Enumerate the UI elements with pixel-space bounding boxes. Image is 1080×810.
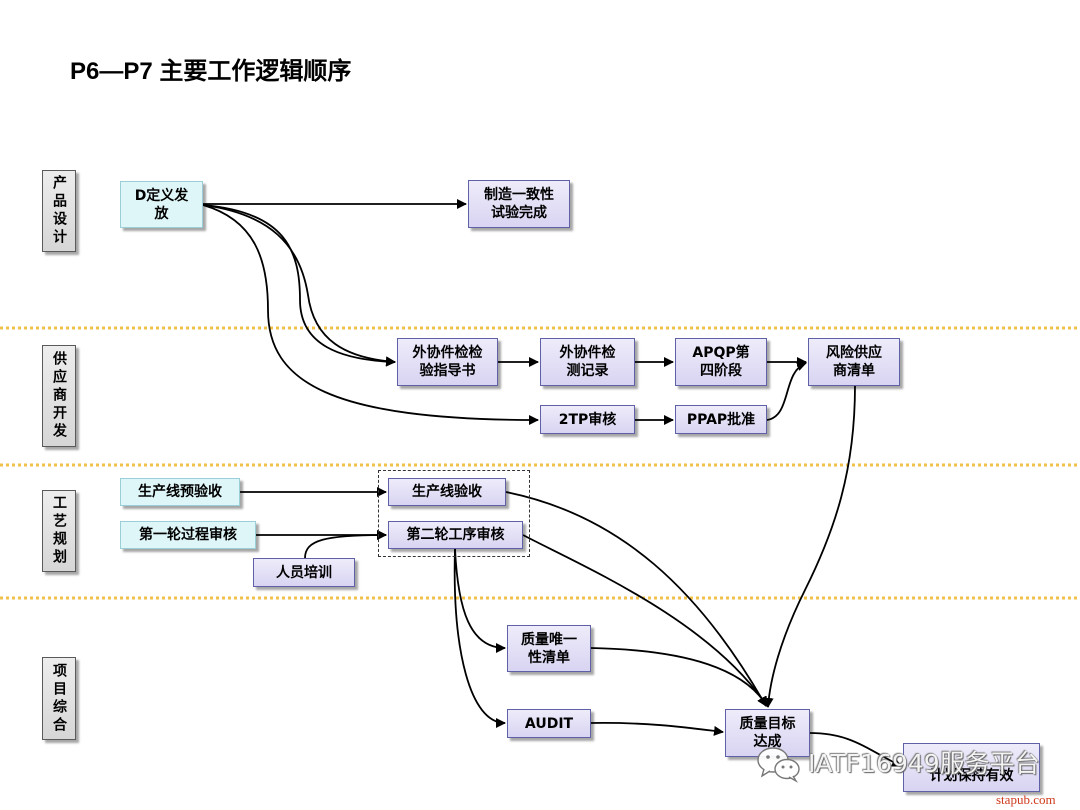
page-title: P6—P7 主要工作逻辑顺序 bbox=[70, 58, 352, 85]
arrow-d-release-to-outsource-guide bbox=[202, 204, 396, 367]
node-line-pre-accept: 生产线预验收 bbox=[120, 478, 240, 506]
node-training: 人员培训 bbox=[253, 558, 355, 587]
node-label: 外协件检 测记录 bbox=[559, 345, 616, 379]
arrow-second-audit-to-audit bbox=[453, 548, 506, 728]
node-label: 外协件检检 验指导书 bbox=[412, 345, 483, 379]
node-label: APQP第 四阶段 bbox=[692, 345, 750, 379]
node-mfg-consistency: 制造一致性 试验完成 bbox=[468, 180, 570, 228]
node-line-accept: 生产线验收 bbox=[388, 478, 506, 506]
node-second-process-audit: 第二轮工序审核 bbox=[388, 521, 523, 549]
watermark-site: stapub.com bbox=[996, 792, 1056, 807]
node-apqp4: APQP第 四阶段 bbox=[675, 338, 767, 386]
node-quality-goal: 质量目标 达成 bbox=[725, 709, 810, 757]
node-label: 质量目标 达成 bbox=[739, 716, 796, 750]
node-label: 生产线验收 bbox=[412, 484, 482, 500]
lane-label-text: 项目综合 bbox=[51, 662, 67, 735]
node-outsource-guide: 外协件检检 验指导书 bbox=[397, 338, 498, 386]
node-label: PPAP批准 bbox=[686, 411, 756, 428]
node-audit: AUDIT bbox=[507, 709, 591, 738]
node-label: 生产线预验收 bbox=[138, 484, 222, 500]
lane-label-text: 供应商开发 bbox=[51, 351, 67, 441]
watermark-text: IATF16949服务平台 bbox=[808, 749, 1040, 778]
node-plan-effective: 计划保持有效 bbox=[903, 743, 1040, 792]
node-label: AUDIT bbox=[524, 715, 574, 732]
arrow-training-to-second-audit bbox=[304, 530, 387, 559]
node-label: 计划保持有效 bbox=[929, 768, 1014, 784]
arrow-d-release-to-2tp-audit bbox=[202, 204, 539, 425]
lane-label-text: 产品设计 bbox=[51, 175, 67, 247]
node-label: D定义发 放 bbox=[134, 187, 189, 222]
lane-label-supplier-development: 供应商开发 bbox=[42, 345, 76, 447]
node-d-release: D定义发 放 bbox=[120, 181, 203, 228]
node-label: 制造一致性 试验完成 bbox=[484, 187, 554, 221]
node-label: 质量唯一 性清单 bbox=[521, 631, 577, 666]
arrow-second-audit-to-quality-goal bbox=[522, 534, 768, 707]
arrow-line-accept-to-quality-goal bbox=[505, 491, 767, 707]
node-quality-uniqueness: 质量唯一 性清单 bbox=[507, 625, 591, 672]
node-label: 人员培训 bbox=[276, 564, 332, 581]
node-label: 风险供应 商清单 bbox=[826, 345, 882, 379]
lane-label-process-planning: 工艺规划 bbox=[42, 490, 76, 572]
node-ppap: PPAP批准 bbox=[675, 405, 767, 434]
node-2tp-audit: 2TP审核 bbox=[540, 405, 635, 434]
node-outsource-record: 外协件检 测记录 bbox=[540, 338, 635, 386]
lane-label-project-integration: 项目综合 bbox=[42, 657, 76, 740]
arrow-quality-uniqueness-to-quality-goal bbox=[590, 647, 768, 707]
arrow-d-release-to-outsource-guide-2 bbox=[202, 204, 396, 367]
arrow-audit-to-quality-goal bbox=[590, 721, 724, 736]
arrow-quality-goal-to-plan-effective bbox=[809, 732, 902, 767]
arrow-risk-supplier-to-quality-goal bbox=[763, 385, 856, 708]
watermark: IATF16949服务平台 bbox=[756, 744, 1040, 784]
node-label: 第二轮工序审核 bbox=[406, 527, 505, 543]
wechat-icon bbox=[757, 747, 800, 783]
node-first-process-audit: 第一轮过程审核 bbox=[120, 521, 256, 549]
acceptance-audit-group-outline bbox=[378, 470, 530, 557]
node-risk-supplier: 风险供应 商清单 bbox=[808, 338, 900, 386]
lane-label-product-design: 产品设计 bbox=[42, 170, 76, 252]
node-label: 2TP审核 bbox=[558, 411, 617, 428]
node-label: 第一轮过程审核 bbox=[139, 527, 237, 543]
lane-label-text: 工艺规划 bbox=[51, 495, 67, 567]
arrow-second-audit-to-quality-uniqueness bbox=[454, 548, 506, 653]
arrow-ppap-to-risk-supplier bbox=[766, 361, 807, 421]
